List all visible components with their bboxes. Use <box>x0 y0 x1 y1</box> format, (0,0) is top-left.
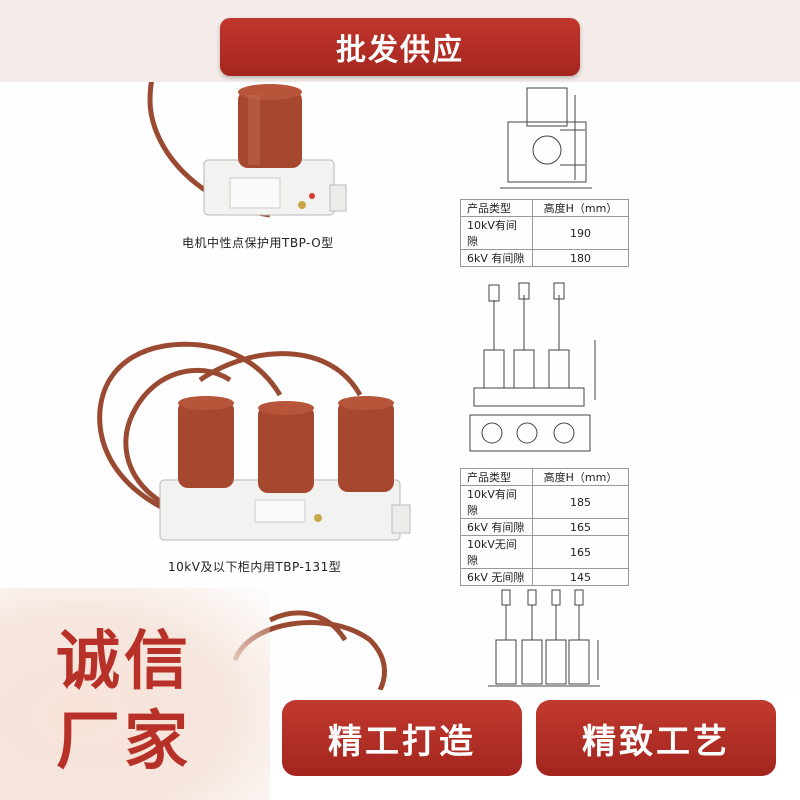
insulator-2a <box>178 400 234 488</box>
spec-table-1: 产品类型 高度H（mm） 10kV有间隙 190 6kV 有间隙 180 <box>460 199 629 267</box>
badge-line-1: 诚信 <box>56 624 192 699</box>
slogan-pill-2: 精致工艺 <box>536 700 776 776</box>
spec-table-2: 产品类型 高度H（mm） 10kV有间隙 185 6kV 有间隙 165 10k… <box>460 468 629 586</box>
table-row: 6kV 无间隙 145 <box>460 568 629 586</box>
drawing-tbp-o <box>500 87 592 189</box>
table-row: 10kV无间隙 165 <box>460 535 629 569</box>
header-cell: 产品类型 <box>460 199 533 217</box>
banner-title: 批发供应 <box>336 33 464 68</box>
trust-badge: 诚信 厂家 <box>0 588 270 800</box>
header-cell: 高度H（mm） <box>532 199 629 217</box>
slogan-pill-1: 精工打造 <box>282 700 522 776</box>
insulator-1 <box>238 90 302 168</box>
slogan-2: 精致工艺 <box>582 721 730 762</box>
table-header-row: 产品类型 高度H（mm） <box>460 468 629 486</box>
table-header-row: 产品类型 高度H（mm） <box>460 199 629 217</box>
table-row: 6kV 有间隙 180 <box>460 249 629 267</box>
badge-line-2: 厂家 <box>56 704 192 779</box>
cable-2a <box>97 341 283 533</box>
table-cell: 165 <box>532 518 629 536</box>
top-banner: 批发供应 <box>0 0 800 82</box>
table-cell: 165 <box>532 535 629 569</box>
table-cell: 185 <box>532 485 629 519</box>
table-cell: 6kV 有间隙 <box>460 249 533 267</box>
table-row: 10kV有间隙 185 <box>460 485 629 519</box>
table-cell: 10kV有间隙 <box>460 485 533 519</box>
product-1-caption: 电机中性点保护用TBP-O型 <box>182 236 334 250</box>
table-cell: 190 <box>532 216 629 250</box>
slogan-1: 精工打造 <box>328 721 476 762</box>
drawing-tbp-131 <box>469 282 596 452</box>
banner-pill: 批发供应 <box>220 18 580 76</box>
table-cell: 6kV 无间隙 <box>460 568 533 586</box>
product-2-caption: 10kV及以下柜内用TBP-131型 <box>168 560 342 574</box>
insulator-2c <box>338 400 394 492</box>
insulator-2b <box>258 405 314 493</box>
table-cell: 6kV 有间隙 <box>460 518 533 536</box>
nameplate-1 <box>229 177 281 209</box>
drawing-three <box>488 589 600 687</box>
table-cell: 10kV有间隙 <box>460 216 533 250</box>
table-cell: 10kV无间隙 <box>460 535 533 569</box>
table-row: 10kV有间隙 190 <box>460 216 629 250</box>
header-cell: 高度H（mm） <box>532 468 629 486</box>
table-cell: 180 <box>532 249 629 267</box>
header-cell: 产品类型 <box>460 468 533 486</box>
table-cell: 145 <box>532 568 629 586</box>
table-row: 6kV 有间隙 165 <box>460 518 629 536</box>
